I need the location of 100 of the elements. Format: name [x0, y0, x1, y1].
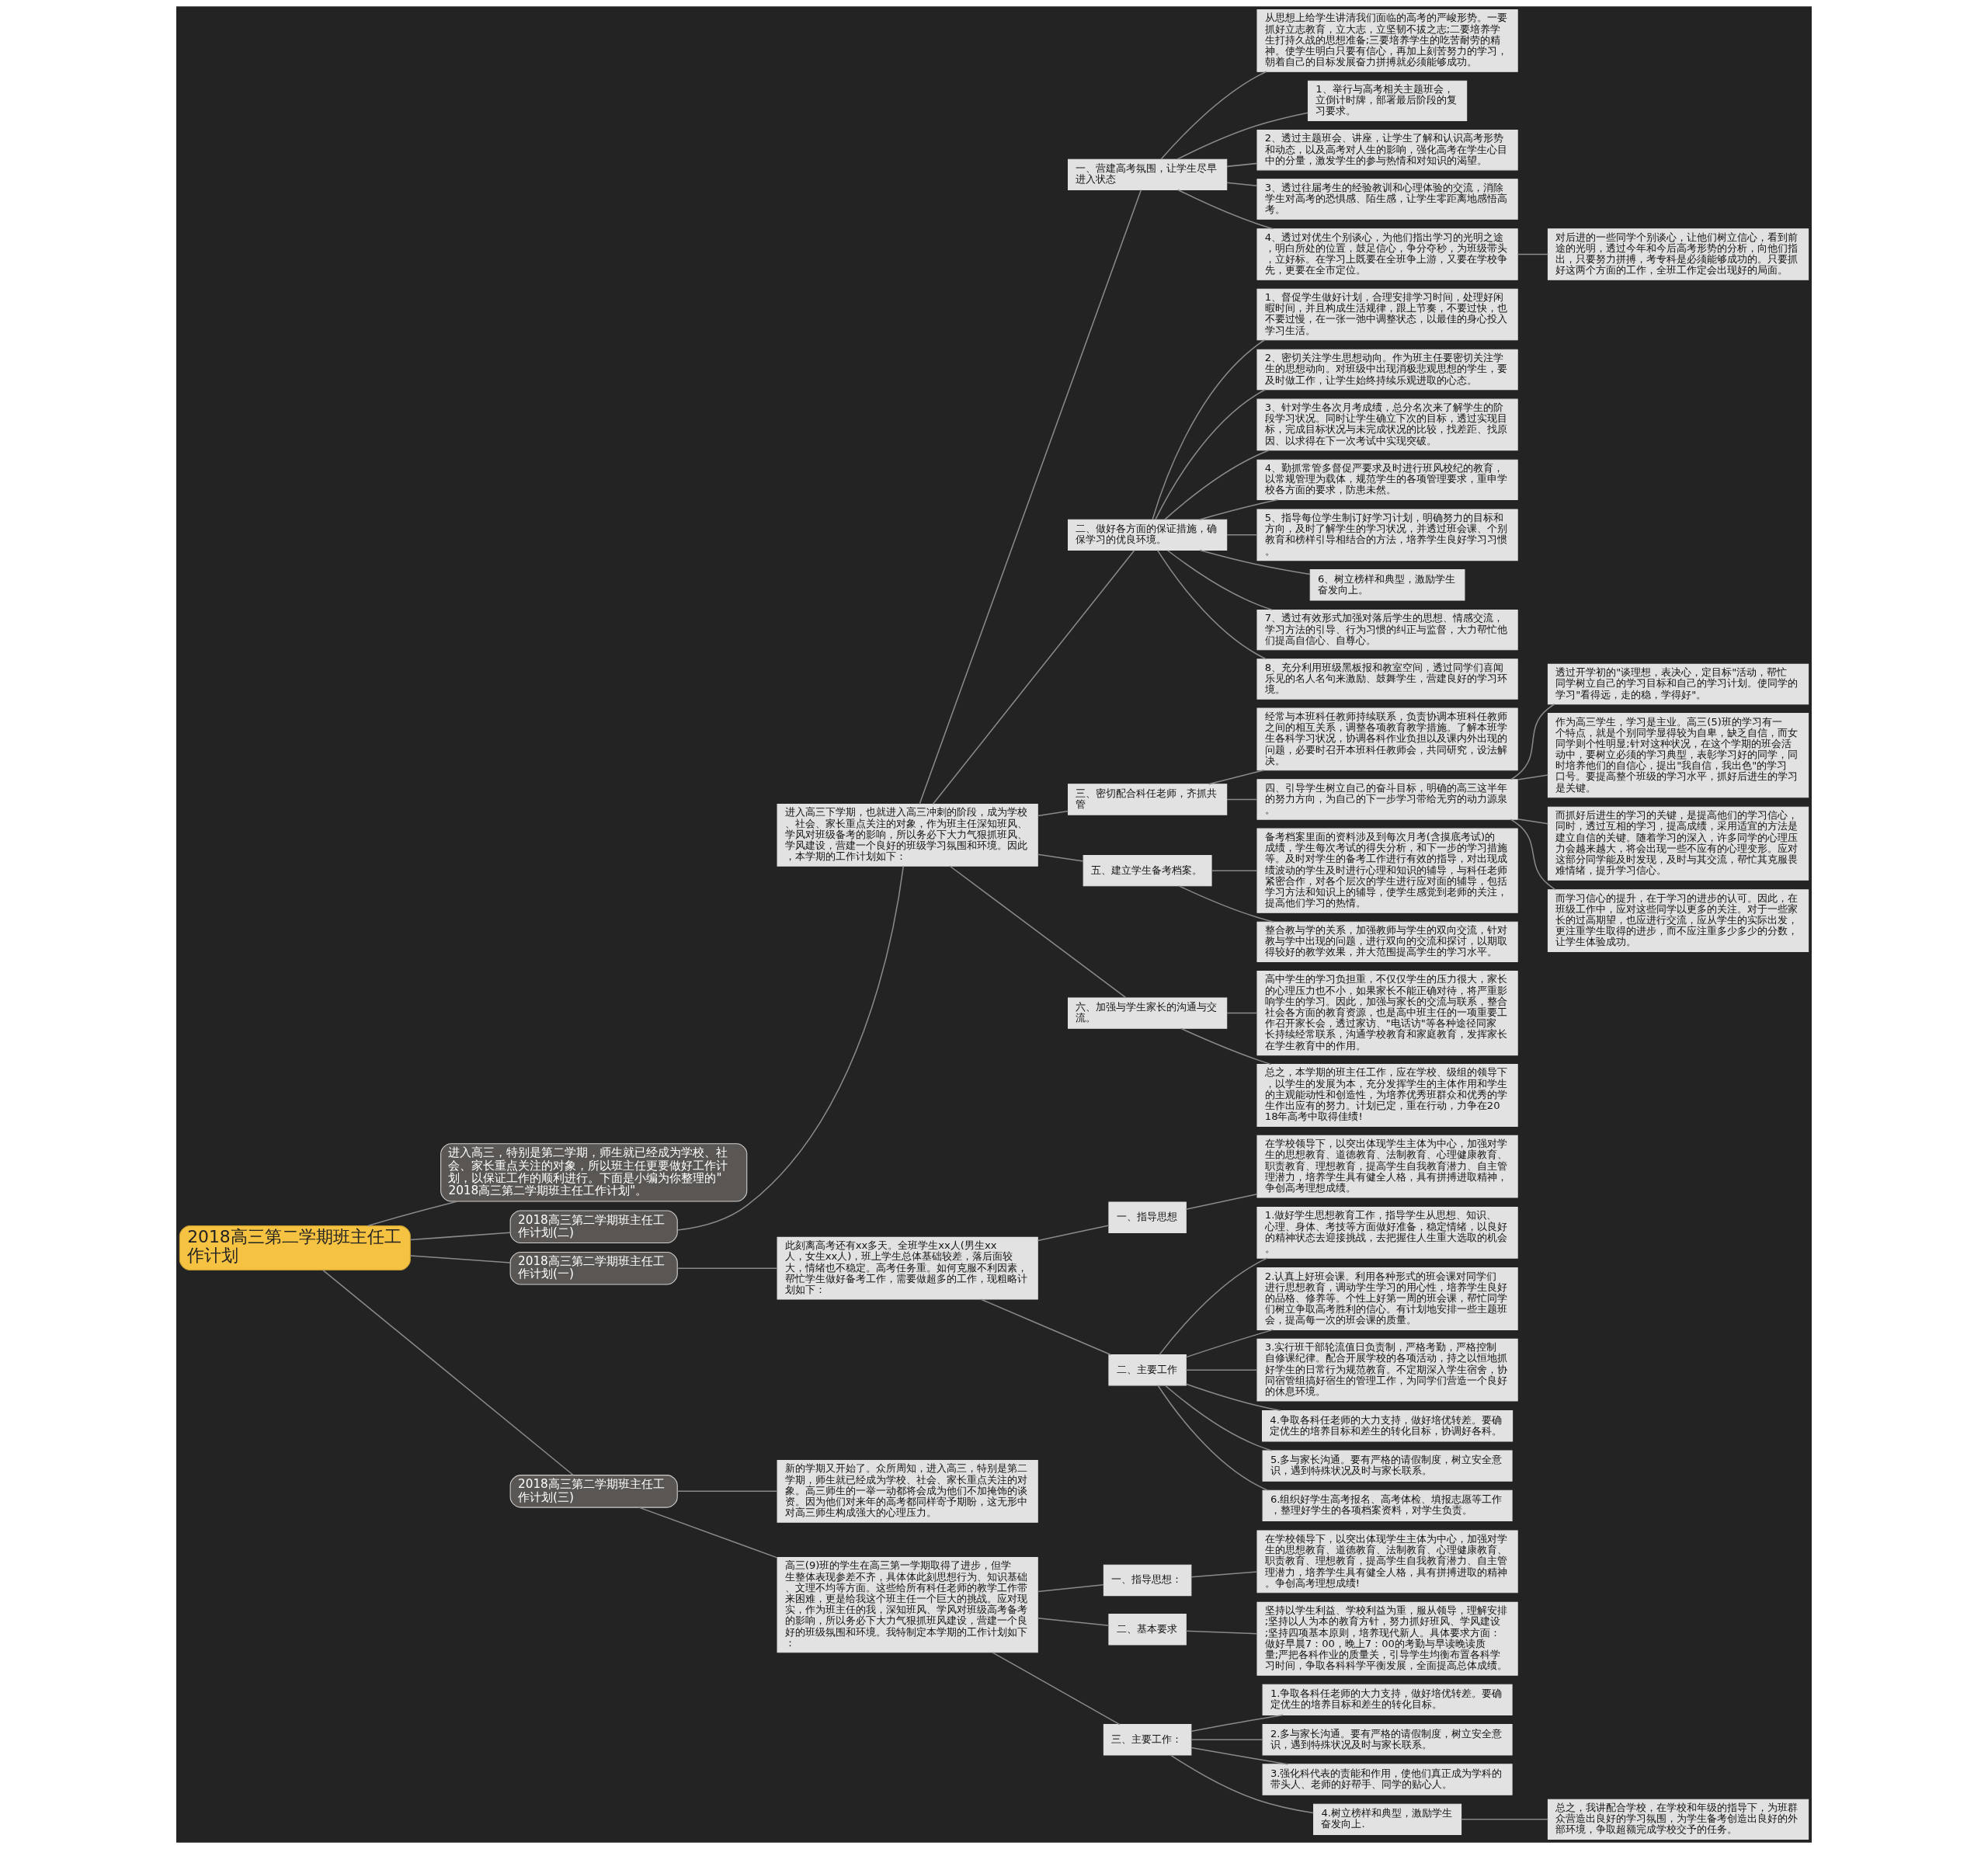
node-box: 高三(9)班的学生在高三第一学期取得了进步，但学生整体表现参差不齐，具体体此刻思想行为、知识基础、文理不均等方面。这些给所有科任老师的教学工作带来困难，更是给我这个班主任一个巨大的挑战。应对现实，作为班主任的我，深知班风、学风对班级高考备考的影响，所以务必下大力气狠抓班风建设，营建一个良好的班级氛围和环境。我特制定本学期的工作计划如下： [777, 1556, 1038, 1653]
node-box: 而学习信心的提升，在于学习的进步的认可。因此，在班级工作中，应对这些同学以更多的关注。对于一些家长的过高期望，也应进行交流，应从学生的实际出发，更注重学生取得的进步，而不应注重多少多少的分数，让学生体验成功。 [1547, 889, 1809, 952]
node-box: 一、营建高考氛围，让学生尽早进入状态 [1068, 158, 1228, 191]
connector [1208, 770, 1265, 785]
connector [676, 1267, 778, 1269]
connector [1510, 818, 1556, 891]
node-box: 此刻离高考还有xx多天。全班学生xx人(男生xx人，女生xx人)，班上学生总体基础较差，落后面较大，情绪也不稳定。高考任务重。如何克服不利因素，帮忙学生做好备考工作，需要做超多的工作，现粗略计划如下： [777, 1236, 1038, 1300]
node-box: 4、勤抓常管多督促严要求及时进行班风校纪的教育，以常规管理为载体，规范学生的各项管理要求，重申学校各方面的要求，防患未然。 [1256, 459, 1518, 501]
node-box: 在学校领导下，以突出体现学生主体为中心，加强对学生的思想教育、道德教育、法制教育、心理健康教育、职责教育、理想教育，提高学生自我教育潜力、自主管理潜力，培养学生具有健全人格，具有拼搏进取的精神。争创高考理想成绩! [1256, 1530, 1518, 1594]
connector [1199, 549, 1311, 575]
connector [1185, 1369, 1258, 1371]
node-box: 总之，我讲配合学校，在学校和年级的指导下，为班群众营造出良好的学习氛围，为学生备考创造出良好的外部环境，争取超额完成学校交予的任务。 [1547, 1799, 1809, 1840]
connector [1178, 885, 1274, 923]
connector [638, 1507, 778, 1559]
connector [1226, 534, 1258, 536]
node-box: 6.组织好学生高考报名、高考体检、填报志愿等工作，整理好学生的各项档案资料，对学生负责。 [1262, 1489, 1513, 1522]
connector [1152, 339, 1266, 520]
node-box: 四、引导学生树立自己的奋斗目标，明确的高三这半年的努力方向，为自己的下一步学习带给无穷的动力源泉。 [1256, 779, 1518, 820]
connector [980, 1298, 1112, 1356]
node-box: 2、密切关注学生思想动向。作为班主任要密切关注学生的思想动向。对班级中出现消极悲观思想的学生，要及时做工作，让学生始终持续乐观进取的心态。 [1256, 349, 1518, 391]
node-box: 2018高三第二学期班主任工作计划(三) [509, 1475, 678, 1508]
connector [1190, 1746, 1289, 1765]
connector [1037, 1225, 1110, 1242]
connector [1185, 1194, 1258, 1211]
connector [1226, 182, 1258, 187]
node-box: 在学校领导下，以突出体现学生主体为中心，加强对学生的思想教育、道德教育、法制教育、心理健康教育、职责教育、理想教育，提高学生自我教育潜力、自主管理潜力，培养学生具有健全人格，具有拼搏进取精神，争创高考理想成绩。 [1256, 1135, 1518, 1198]
connector [1164, 1385, 1273, 1451]
node-box: 8、充分利用班级黑板报和教室空间，透过同学们喜闻乐见的名人名句来激励、鼓舞学生，营建良好的学习环境。 [1256, 659, 1518, 700]
node-box: 2.多与家长沟通。要有严格的请假制度，树立安全意识，遇到特殊状况及时与家长联系。 [1262, 1724, 1513, 1756]
node-box: 3.实行班干部轮流值日负责制，严格考勤，严格控制自修课纪律。配合开展学校的各项活动，持之以恒地抓好学生的日常行为规范教育。不定期深入学生宿舍，协同宿管组搞好宿生的管理工作，为同学们营造一个良好的休息环境。 [1256, 1338, 1518, 1402]
connector [1517, 253, 1549, 255]
connector [1517, 818, 1549, 825]
connector [1226, 162, 1258, 168]
node-box: 六、加强与学生家长的沟通与交流。 [1068, 997, 1228, 1029]
connector [1226, 798, 1258, 801]
connector [1510, 704, 1555, 780]
node-box: 三、密切配合科任老师，齐抓共管 [1068, 784, 1228, 815]
node-box: 总之，本学期的班主任工作，应在学校、级组的领导下，以学生的发展为本，充分发挥学生的主体作用和学生的主观能动性和创造性，为培养优秀班群众和优秀的学生作出应有的努力。计划已定，重在行动，力争在2018年高考中取得佳绩! [1256, 1064, 1518, 1127]
connector [1190, 1739, 1263, 1740]
node-box: 2.认真上好班会课。利用各种形式的班会课对同学们进行思想教育，调动学生学习的用心性，培养学生良好的品格、修养等。个性上好第一周的班会课，帮忙同学们树立争取高考胜利的信心。有计划地安排一些主题班会，提高每一次的班会课的质量。 [1256, 1267, 1518, 1330]
node-box: 作为高三学生，学习是主业。高三(5)班的学习有一个特点，就是个别同学显得较为自卑，缺乏自信，而女同学则个性明显;针对这种状况，在这个学期的班会活动中，要树立必须的学习典型，表彰学习好的同学，同时培养他们的自信心，提出"我自信，我出色"的学习口号。要提高整个班级的学习水平，抓好后进生的学习是关键。 [1547, 713, 1809, 798]
node-box: 二、主要工作 [1108, 1354, 1187, 1386]
node-box: 备考档案里面的资料涉及到每次月考(含摸底考试)的成绩，学生每次考试的得失分析，和下一步的学习措施等。及时对学生的备考工作进行有效的指导，对出现成绩波动的学生及时进行心理和知识的辅导，与科任老师紧密合作，对各个层次的学生进行应对面的辅导，包括学习方法和知识上的辅导，使学生感觉到老师的关注，提高他们学习的热情。 [1256, 828, 1518, 913]
node-box: 5.多与家长沟通。要有严格的请假制度，树立安全意识，遇到特殊状况及时与家长联系。 [1262, 1450, 1513, 1482]
connector [409, 1232, 511, 1241]
connector [676, 865, 905, 1231]
node-box: 3.强化科代表的责能和作用，使他们真正成为学科的带头人、老师的好帮手、同学的贴心人。 [1262, 1764, 1513, 1795]
node-box: 4.树立榜样和典型，激励学生奋发向上. [1313, 1803, 1462, 1836]
node-box: 2018高三第二学期班主任工作计划 [179, 1225, 411, 1270]
connector [1164, 449, 1270, 520]
node-box: 1、举行与高考相关主题班会，立倒计时牌，部署最后阶段的复习要求。 [1307, 80, 1468, 122]
node-box: 4、透过对优生个别谈心，为他们指出学习的光明之途，明白所处的位置，鼓足信心，争分夺秒，为班级带头，立好标。在学习上既要在全班争上游，又要在学校争先，更要在全市定位。 [1256, 228, 1518, 280]
connector [1176, 112, 1309, 160]
node-box: 1.做好学生思想教育工作，指导学生从思想、知识、心理、身体、考技等方面做好准备，稳定情绪，以良好的精神状态去迎接挑战，去把握住人生重大选取的机会。 [1256, 1207, 1518, 1259]
node-box: 三、主要工作： [1103, 1724, 1192, 1756]
connector [1460, 1819, 1548, 1820]
node-box: 一、指导思想： [1103, 1564, 1192, 1597]
node-box: 1.争取各科任老师的大力支持，做好培优转差。要确定优生的培养目标和差生的转化目标。 [1262, 1684, 1513, 1716]
node-box: 经常与本班科任教师持续联系，负责协调本班科任教师之间的相互关系，调整各项教育教学措施。了解本班学生各科学习状况，协调各科作业负担以及课内外出现的问题，必要时召开本班科任教师会，共同研究，设法解决。 [1256, 707, 1518, 771]
connector [1156, 549, 1267, 660]
connector [409, 1255, 511, 1263]
connector [1155, 389, 1267, 520]
connector [367, 1201, 459, 1227]
connector [1190, 1714, 1284, 1733]
connector [1037, 853, 1084, 862]
connector [1211, 870, 1258, 871]
node-box: 整合教与学的关系，加强教师与学生的双向交流，针对教与学中出现的问题，进行双向的交流和探讨，以期取得较好的教学效果，并大范围提高学生的学习水平。 [1256, 921, 1518, 963]
connector [1177, 189, 1274, 230]
connector [1170, 1754, 1314, 1814]
connector [1185, 1630, 1258, 1635]
node-box: 进入高三下学期，也就进入高三冲刺的阶段，成为学校、社会、家长重点关注的对象，作为班主任深知班风、学风对班级备考的影响，所以务必下大力气狠抓班风、学风建设，营建一个良好的班级学习氛围和环境。因此，本学期的工作计划如下： [777, 803, 1038, 867]
node-box: 2018高三第二学期班主任工作计划(二) [509, 1210, 678, 1243]
connector [1190, 1571, 1258, 1578]
node-box: 高中学生的学习负担重，不仅仅学生的压力很大，家长的心理压力也不小，如果家长不能正确对待，将严重影响学生的学习。因此，加强与家长的交流与联系，整合社会各方面的教育资源，也是高中班主任的一项重要工作召开家长会，透过家访、"电话访"等各种途径同家长持续经常联系，沟通学校教育和家庭教育，发挥家长在学生教育中的作用。 [1256, 971, 1518, 1056]
connector [1037, 1618, 1110, 1627]
connector [919, 189, 1142, 805]
connector [1226, 1012, 1258, 1014]
node-box: 二、基本要求 [1108, 1614, 1187, 1646]
node-box: 进入高三，特别是第二学期，师生就已经成为学校、社会、家长重点关注的对象，所以班主任更要做好工作计划，以保证工作的顺利进行。下面是小编为你整理的"2018高三第二学期班主任工作计划"。 [440, 1143, 748, 1202]
node-box: 对后进的一些同学个别谈心，让他们树立信心，看到前途的光明，透过今年和今后高考形势的分析，向他们指出，只要努力拼搏，考专科是必须能够成功的。只要抓好这两个方面的工作，全班工作定会出现好的局面。 [1547, 228, 1809, 280]
node-box: 透过开学初的"谈理想，表决心，定目标"活动，帮忙同学树立自己的学习目标和自己的学习计划。使同学的学习"看得远，走的稳，学得好"。 [1547, 663, 1809, 705]
node-box: 6、树立榜样和典型，激励学生奋发向上。 [1309, 569, 1465, 601]
node-box: 坚持以学生利益、学校利益为重，服从领导，理解安排;坚持以人为本的教育方针，努力抓好班风、学风建设;坚持四项基本原则，培养现代新人。具体要求方面：做好早晨7：00，晚上7：00的考勤与早读晚读质量;严把各科作业的质量关，引导学生均衡布置各科学习时间，争取各科科学平衡发展，全面提高总体成绩。 [1256, 1601, 1518, 1676]
connector [1185, 1329, 1274, 1358]
connector [1157, 1385, 1269, 1491]
node-box: 五、建立学生备考档案。 [1083, 854, 1212, 887]
connector [1180, 1027, 1272, 1065]
connector [322, 1269, 574, 1476]
connector [676, 1490, 778, 1493]
node-box: 4.争取各科任老师的大力支持，做好培优转差。要确定优生的培养目标和差生的转化目标，协调好各科。 [1262, 1410, 1514, 1442]
node-box: 二、做好各方面的保证措施，确保学习的优良环境。 [1068, 519, 1228, 551]
connector [932, 550, 1135, 805]
connector [1160, 71, 1267, 160]
connector [1517, 774, 1549, 780]
connector [1159, 1257, 1268, 1356]
node-box: 7、透过有效形式加强对落后学生的思想、情感交流，学习方法的引导、行为习惯的纠正与监督，大力帮忙他们提高自信心、自尊心。 [1256, 609, 1518, 651]
node-box: 新的学期又开始了。众所周知，进入高三，特别是第二学期，师生就已经成为学校、社会、家长重点关注的对象。高三师生的一举一动都将会成为他们不加掩饰的谈资。因为他们对来年的高考都同样寄予期盼，这无形中对高三师生构成强大的心理压力。 [777, 1459, 1038, 1523]
connector [1037, 1583, 1104, 1593]
node-box: 从思想上给学生讲清我们面临的高考的严峻形势。一要抓好立志教育，立大志，立坚韧不拔之志;二要培养学生打持久战的思想准备;三要培养学生的吃苦耐劳的精神。使学生明白只要有信心，再加上刻苦努力的学习，朝着自己的目标发展奋力拼搏就必须能够成功。 [1256, 9, 1518, 72]
node-box: 而抓好后进生的学习的关键，是提高他们的学习信心，同时，透过互相的学习，提高成绩，采用适宜的方法是建立自信的关键。随着学习的深入，许多同学的心理压力会越来越大，将会出现一些不应有的心理变形。应对这部分同学能及时发现，及时与其交流，帮忙其克服畏难情绪，提升学习信心。 [1547, 806, 1809, 881]
